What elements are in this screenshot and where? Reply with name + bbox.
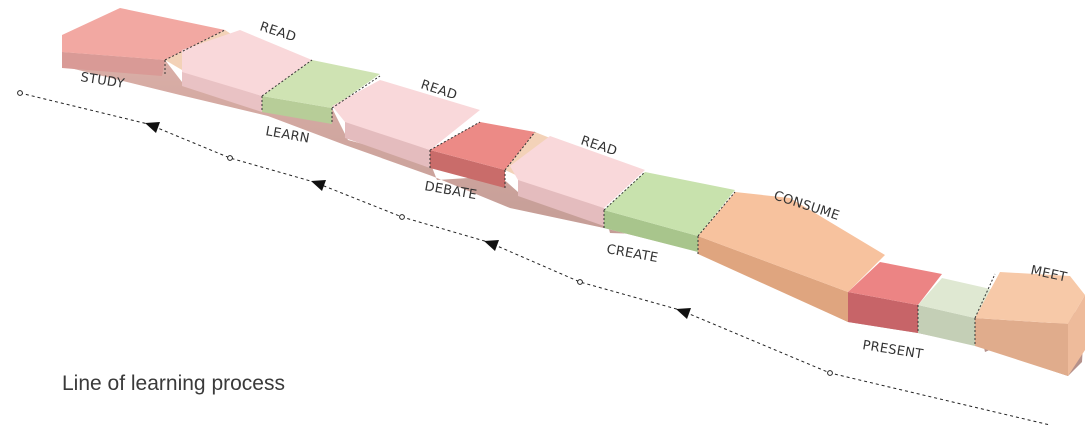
label-present: PRESENT [861,338,924,362]
label-study: STUDY [79,70,125,92]
direction-arrow [311,180,326,191]
block-debate [430,122,535,188]
direction-arrow [484,240,499,251]
process-line [17,90,1051,426]
process-node [17,90,23,96]
direction-arrow [676,308,691,319]
block-read-3 [510,136,645,226]
block-read-2 [332,80,480,168]
block-create [604,172,735,252]
process-node [577,279,583,285]
block-study [62,8,225,76]
process-node [827,370,833,376]
block-pale-green [918,278,995,346]
process-node [399,214,405,220]
block-learn [262,60,380,124]
process-node [227,155,233,161]
block-meet [975,272,1085,376]
block-read-1 [182,30,312,112]
direction-arrow [145,122,160,133]
block-consume [698,192,885,322]
diagram-caption: Line of learning process [62,372,285,395]
separators [164,29,996,346]
label-create: CREATE [605,242,659,266]
block-present [848,262,942,333]
label-meet: MEET [1029,263,1068,285]
